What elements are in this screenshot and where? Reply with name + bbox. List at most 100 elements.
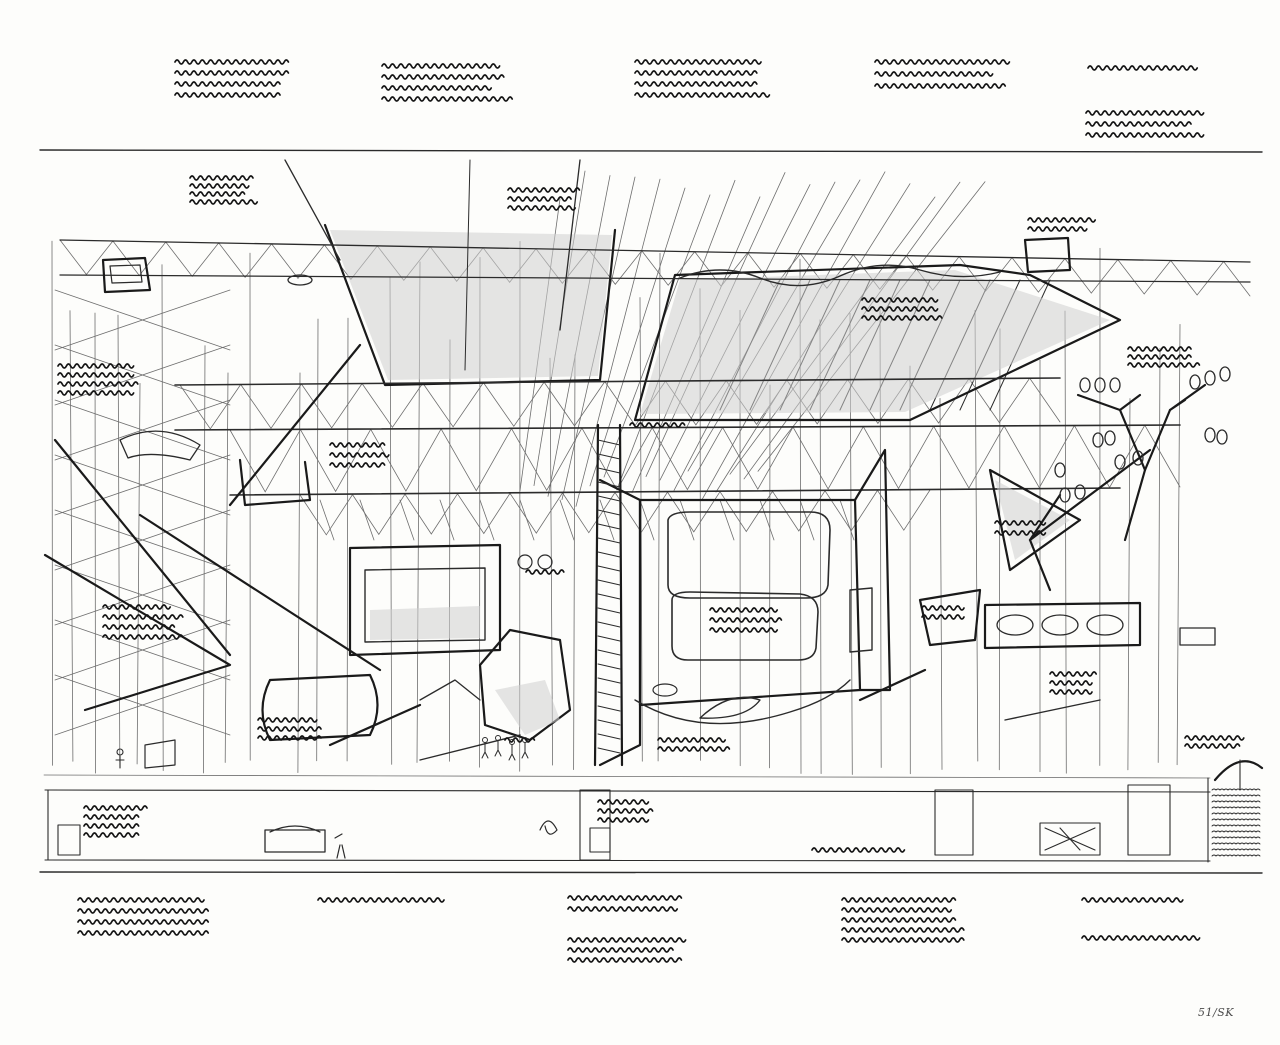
column-line <box>1176 323 1181 766</box>
slab-hatch <box>559 499 575 541</box>
scribble-block <box>921 605 965 620</box>
scribble-line <box>861 315 943 321</box>
scribble-line <box>1127 346 1192 352</box>
scribble-line <box>189 183 250 189</box>
scribble-block <box>841 897 965 943</box>
scribble-block <box>811 847 906 853</box>
scribble-line <box>1049 680 1093 686</box>
water-line <box>1211 806 1261 809</box>
water-line <box>1211 818 1261 821</box>
scribble-block <box>874 59 1011 89</box>
scribble-line <box>174 92 281 98</box>
figure-body <box>521 742 529 759</box>
scribble-block <box>567 895 683 912</box>
core-tick <box>597 677 621 684</box>
slab-hatch <box>679 499 695 541</box>
lamp-ring <box>1092 432 1104 448</box>
scribble-line <box>1027 226 1088 232</box>
bracing-line <box>54 619 231 681</box>
core-tick <box>597 649 621 656</box>
core-tick <box>597 691 621 698</box>
scribble-block <box>567 937 687 963</box>
scribble-line <box>174 70 290 76</box>
scribble-block <box>317 897 445 903</box>
column-line <box>316 318 319 762</box>
bracing-line <box>54 344 231 406</box>
scribble-line <box>861 306 939 312</box>
scribble-block <box>1127 346 1201 368</box>
core-tick <box>597 747 621 754</box>
slab-hatch <box>519 499 535 541</box>
lamp-ring <box>1109 377 1121 393</box>
scribble-line <box>1127 362 1201 368</box>
scribble-line <box>57 381 139 387</box>
column-line <box>224 372 229 763</box>
column-line <box>117 314 121 763</box>
figure-head <box>495 735 501 741</box>
scribble-block <box>57 363 139 396</box>
scribble-line <box>634 59 762 65</box>
scribble-line <box>1085 132 1205 138</box>
slab-hatch <box>359 499 375 541</box>
scribble-block <box>83 805 148 838</box>
scribble-line <box>102 604 172 610</box>
scribble-block <box>189 175 259 205</box>
column-line <box>998 328 1001 771</box>
lamp-ring <box>1104 430 1116 446</box>
scribble-line <box>921 614 965 620</box>
scribble-block <box>1081 935 1201 941</box>
truss-zigzag <box>229 424 1181 493</box>
column-line <box>1157 347 1161 763</box>
scribble-line <box>841 937 965 943</box>
core-tick <box>597 635 621 642</box>
scribble-line <box>811 847 906 853</box>
scribble-line <box>1184 743 1241 749</box>
water-line <box>1211 854 1261 857</box>
column-line <box>136 382 141 765</box>
scribble-line <box>1085 110 1205 116</box>
scribble-line <box>634 70 758 76</box>
slab-hatch <box>599 499 615 541</box>
water-line <box>1211 842 1261 845</box>
water-hatching <box>1211 788 1261 857</box>
column-line <box>657 252 661 762</box>
scribble-block <box>525 569 565 575</box>
core-tick <box>597 495 621 502</box>
scribble-line <box>709 607 779 613</box>
scribble-block <box>329 442 390 468</box>
scribble-line <box>841 927 965 933</box>
column-line <box>974 309 979 762</box>
scribble-block <box>1081 897 1184 903</box>
core-tick <box>597 537 621 544</box>
scribble-block <box>861 297 943 321</box>
core-tick <box>597 733 621 740</box>
scribble-line <box>57 390 135 396</box>
water-line <box>1211 788 1261 791</box>
scribble-line <box>567 947 674 953</box>
scribble-line <box>257 717 318 723</box>
scribble-block <box>77 897 210 936</box>
figure-body <box>481 742 489 759</box>
scribble-line <box>507 196 572 202</box>
frame-lines <box>39 149 1263 874</box>
scribble-line <box>525 569 565 575</box>
core-tick <box>597 621 621 628</box>
scribble-line <box>381 85 493 91</box>
scribble-block <box>381 63 514 102</box>
water-line <box>1211 800 1261 803</box>
scribble-line <box>841 907 953 913</box>
bracing-line <box>54 289 231 351</box>
core-tick <box>597 523 621 530</box>
scribble-block <box>1049 671 1098 695</box>
slab-hatch <box>399 499 415 541</box>
scribble-line <box>921 605 965 611</box>
column-line <box>94 312 96 774</box>
slab-hatch <box>479 499 495 541</box>
water-line <box>1211 848 1261 851</box>
column-line <box>346 317 349 762</box>
scribble-block <box>657 737 731 752</box>
scribble-line <box>994 530 1047 536</box>
lamp-ring <box>1094 377 1106 393</box>
